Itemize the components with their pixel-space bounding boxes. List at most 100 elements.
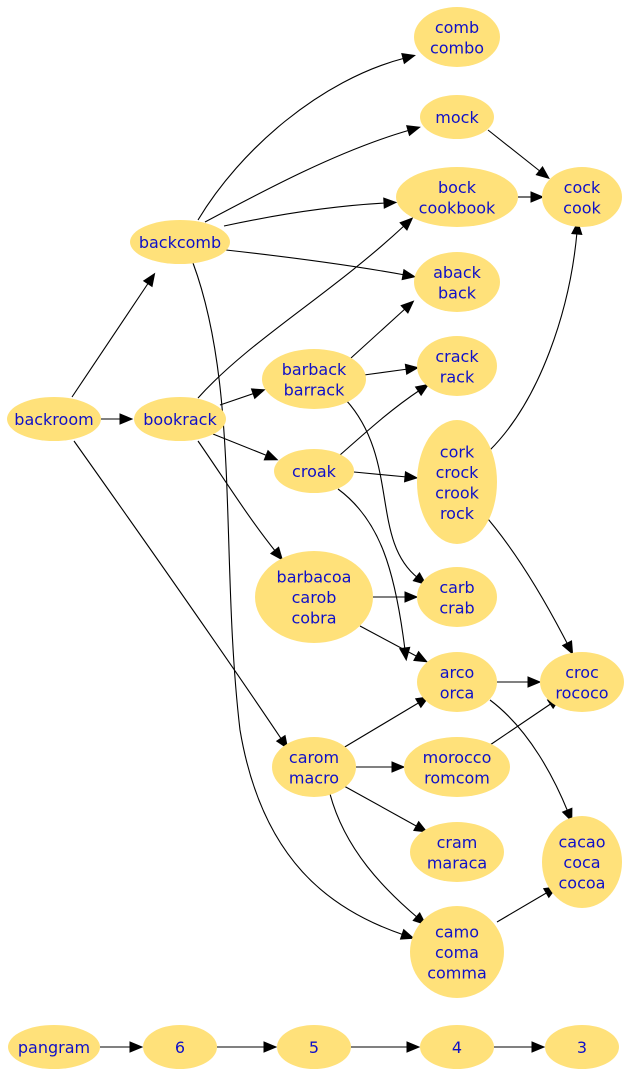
edge-n4-n3 <box>494 1041 546 1053</box>
node-label: backcomb <box>139 233 221 252</box>
edge-line <box>219 392 256 406</box>
node-label: rack <box>440 367 475 386</box>
edge-bookrack-barbacoa <box>197 440 284 561</box>
edge-line <box>329 793 419 919</box>
edge-line <box>192 262 405 936</box>
edge-line <box>359 625 419 658</box>
edge-line <box>496 891 549 923</box>
arrowhead-icon <box>275 734 289 750</box>
edge-line <box>350 307 407 359</box>
node-label: coca <box>563 853 600 872</box>
node-label: croc <box>565 663 599 682</box>
arrowhead-icon <box>531 1041 546 1053</box>
edge-arco-croc <box>497 676 542 688</box>
arrowhead-icon <box>413 650 428 663</box>
edge-line <box>342 701 421 749</box>
node-mock: mock <box>420 95 494 139</box>
arrowhead-icon <box>404 591 419 603</box>
node-label: carb <box>439 578 474 597</box>
node-backroom: backroom <box>7 397 101 441</box>
edge-line <box>487 129 542 173</box>
arrowhead-icon <box>401 53 416 65</box>
arrowhead-icon <box>391 761 406 773</box>
node-ellipse <box>417 420 497 544</box>
node-label: back <box>438 283 477 302</box>
arrowhead-icon <box>535 165 550 180</box>
node-ellipse <box>540 652 624 712</box>
node-ellipse <box>255 551 373 643</box>
arrowhead-icon <box>406 1041 421 1053</box>
edge-line <box>197 57 406 221</box>
edge-line <box>337 488 406 651</box>
edge-barbacoa-arco <box>359 625 428 663</box>
node-backcomb: backcomb <box>130 220 230 264</box>
edge-line <box>71 281 150 398</box>
arrowhead-icon <box>527 676 542 688</box>
node-label: barbacoa <box>277 568 352 587</box>
arrowhead-icon <box>561 807 573 823</box>
edge-cork-croc <box>481 511 574 656</box>
arrowhead-icon <box>399 217 414 231</box>
node-ellipse <box>410 822 504 882</box>
edge-mock-cock <box>487 129 550 180</box>
arrowhead-icon <box>383 197 398 209</box>
node-label: 3 <box>577 1038 587 1057</box>
node-label: camo <box>435 923 479 942</box>
node-label: mock <box>435 108 479 127</box>
node-label: cookbook <box>419 198 496 217</box>
edge-bookrack-barback <box>219 388 266 406</box>
edge-barback-aback <box>350 300 415 359</box>
edge-backcomb-aback <box>225 249 417 281</box>
edge-line <box>343 785 419 828</box>
node-label: cobra <box>291 609 336 628</box>
edge-cork-cock <box>489 220 583 451</box>
node-label: pangram <box>18 1038 90 1057</box>
node-label: crock <box>436 463 480 482</box>
edge-arco-cacao <box>489 699 573 823</box>
edge-backroom-carom <box>73 440 289 750</box>
node-label: comma <box>427 964 487 983</box>
edge-croak-crack <box>339 383 430 456</box>
edge-morocco-croc <box>489 696 562 746</box>
arrowhead-icon <box>403 471 419 483</box>
node-ellipse <box>414 252 500 312</box>
edge-carom-morocco <box>356 761 406 773</box>
node-ellipse <box>262 349 366 409</box>
edge-line <box>339 389 421 456</box>
edge-n6-n5 <box>217 1041 278 1053</box>
arrowhead-icon <box>129 1041 144 1053</box>
edge-backcomb-comb <box>197 53 416 221</box>
node-label: cacao <box>559 833 606 852</box>
node-ellipse <box>410 906 504 998</box>
edge-backcomb-mock <box>204 125 421 223</box>
edge-croak-cork <box>353 471 419 483</box>
node-label: cram <box>437 833 478 852</box>
edge-backcomb-camo <box>192 262 415 940</box>
edge-barback-crack <box>363 363 420 376</box>
edge-carom-arco <box>342 696 430 749</box>
node-label: bock <box>438 178 477 197</box>
node-label: romcom <box>424 768 490 787</box>
edge-line <box>353 471 408 478</box>
edge-line <box>223 202 387 227</box>
node-label: rococo <box>555 683 608 702</box>
edge-backcomb-bock <box>223 197 398 227</box>
edge-camo-cacao <box>496 886 558 923</box>
node-ellipse <box>542 816 622 908</box>
node-label: crook <box>435 483 480 502</box>
edge-carom-camo <box>329 793 427 926</box>
edge-n5-n4 <box>351 1041 421 1053</box>
arrowhead-icon <box>412 571 427 586</box>
node-pangram: pangram <box>8 1025 100 1069</box>
edge-bookrack-croak <box>212 433 279 461</box>
node-n5: 5 <box>277 1025 351 1069</box>
node-label: backroom <box>14 410 93 429</box>
